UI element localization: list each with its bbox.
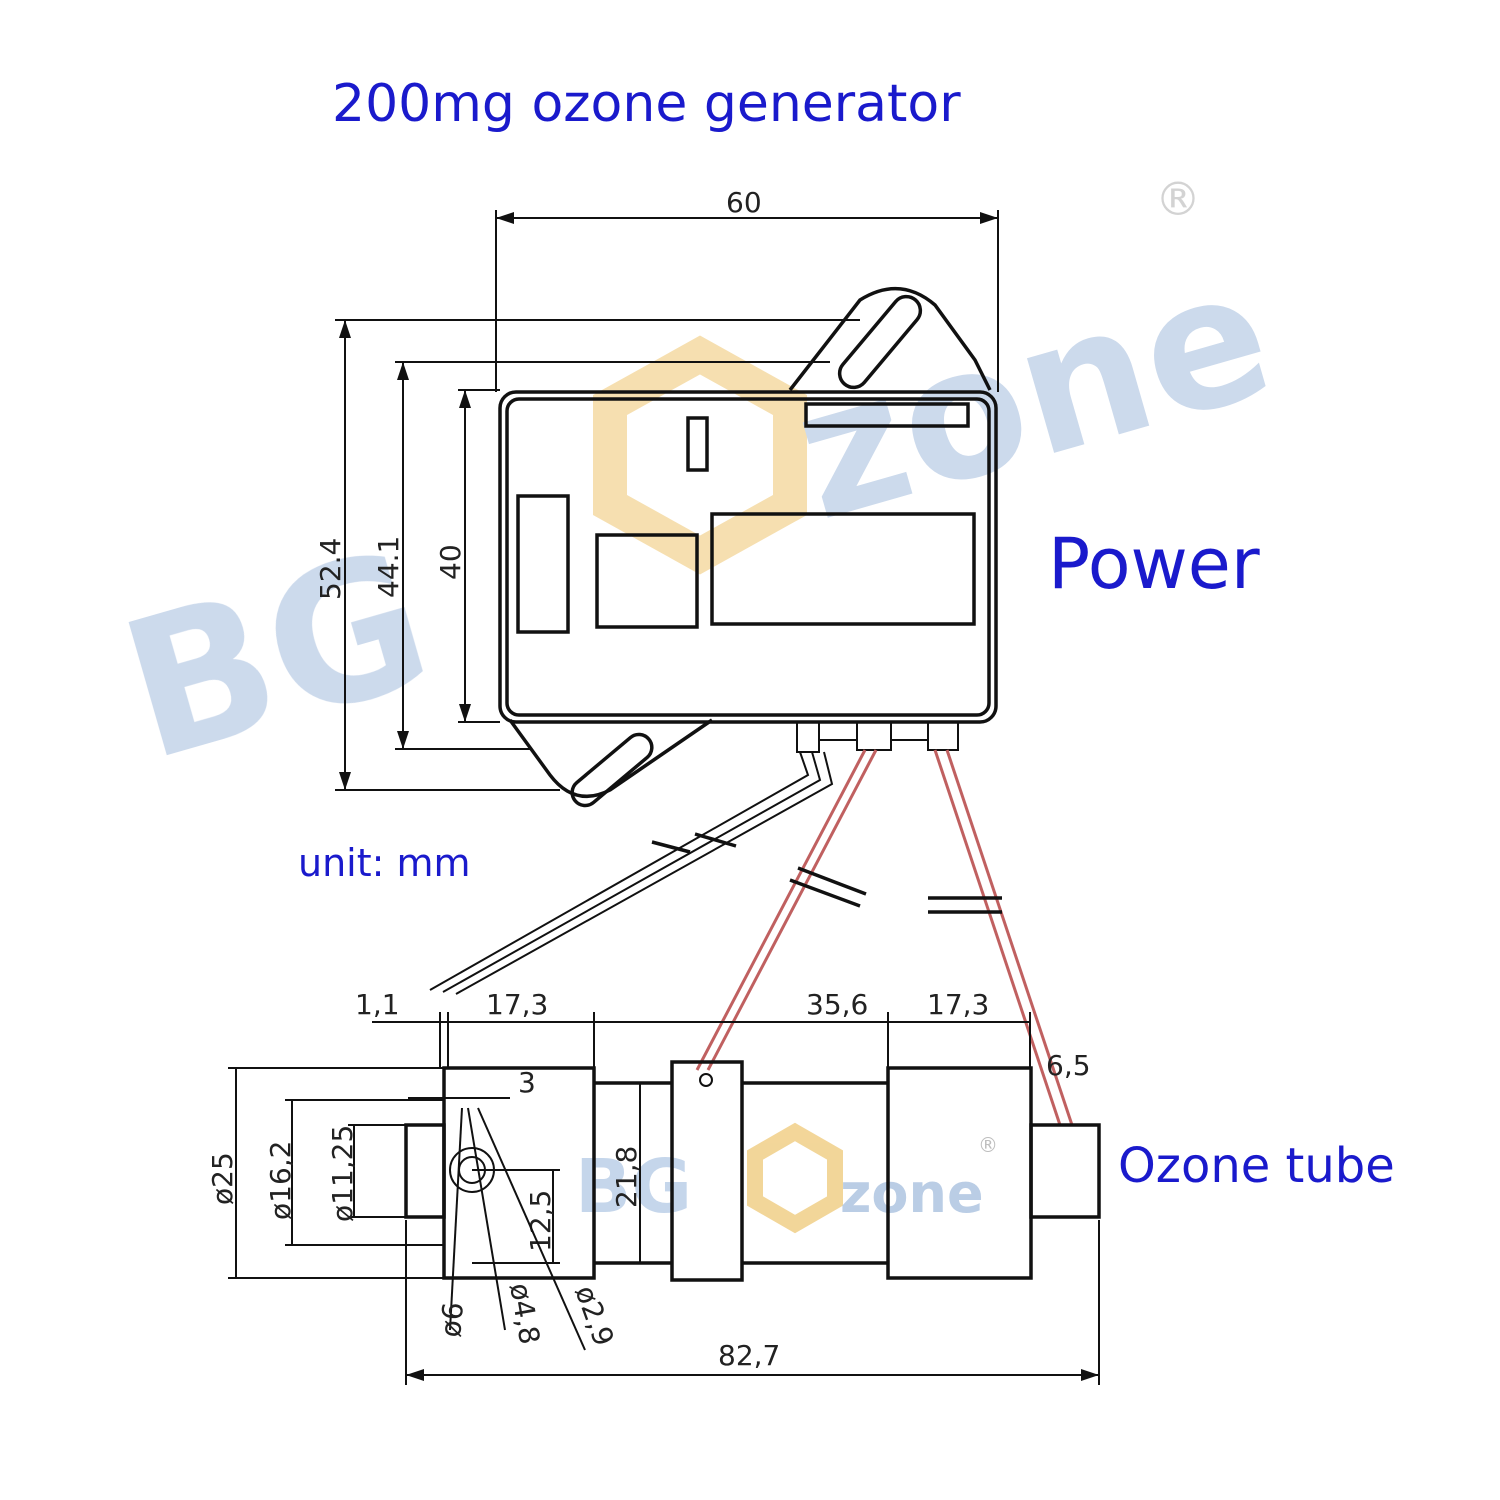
terminal-3 [927, 721, 959, 751]
dim-82-7: 82,7 [718, 1339, 780, 1372]
wire-break-mark-2 [789, 878, 861, 908]
dim-h2-label: 44.1 [372, 536, 405, 598]
watermark-suffix: zone [774, 228, 1292, 561]
page-title: 200mg ozone generator [332, 74, 961, 134]
dim-3: 3 [518, 1066, 536, 1099]
dim-d11-25: ø11,25 [326, 1125, 359, 1222]
dim-h1-label: 52.4 [314, 538, 347, 600]
watermark-hexagon [593, 335, 807, 575]
brand-watermark-large: BG zone ® [101, 172, 1291, 803]
dim-d16-2: ø16,2 [264, 1141, 297, 1220]
dim-1-1: 1,1 [355, 988, 400, 1021]
power-supply-body-inner [505, 397, 991, 717]
tube-center-clamp [670, 1060, 744, 1282]
dim-d2-9: ø2,9 [568, 1281, 620, 1350]
power-label: Power [1048, 523, 1260, 605]
top-flange-slot [837, 294, 923, 390]
watermark-small-reg-mark: ® [978, 1133, 998, 1157]
red-wire-2b [945, 749, 1074, 1126]
dim-35-6: 35,6 [806, 988, 868, 1021]
red-wire-1b [706, 749, 878, 1071]
watermark-small-hexagon [747, 1122, 843, 1234]
component-strip [804, 402, 970, 428]
watermark-reg-mark: ® [1155, 172, 1201, 226]
dim-6-5: 6,5 [1046, 1049, 1091, 1082]
wires [429, 749, 1074, 1126]
terminal-2 [856, 721, 892, 751]
power-supply-drawing [498, 287, 998, 808]
component-tall [516, 494, 570, 634]
dim-d4-8: ø4,8 [503, 1280, 546, 1346]
dim-17-3-left: 17,3 [486, 988, 548, 1021]
dim-12-5: 12,5 [524, 1190, 557, 1252]
tube-dimensions: 1,1 17,3 35,6 17,3 6,5 3 ø25 ø16,2 ø11,2… [206, 988, 1100, 1385]
wire-break-mark-1 [651, 840, 691, 854]
ozone-tube-label: Ozone tube [1118, 1138, 1395, 1194]
bottom-mounting-flange [508, 718, 713, 799]
red-wire-2a [933, 749, 1062, 1126]
unit-label: unit: mm [298, 841, 471, 885]
power-dimensions: 60 52.4 44.1 40 [314, 186, 999, 791]
terminal-1 [796, 721, 820, 753]
power-supply-body [498, 390, 998, 724]
dim-h3-label: 40 [434, 544, 467, 580]
dim-width-label: 60 [726, 186, 762, 219]
dim-d25: ø25 [206, 1152, 239, 1205]
dim-17-3-right: 17,3 [927, 988, 989, 1021]
red-wire-1a [695, 749, 867, 1071]
dim-21-8: 21,8 [610, 1146, 643, 1208]
tube-inlet-nozzle [404, 1123, 446, 1219]
ozone-tube-drawing [404, 1060, 1101, 1282]
clamp-screw [699, 1073, 713, 1087]
watermark-small-suffix: zone [840, 1162, 984, 1225]
tube-left-cap [442, 1066, 596, 1280]
dim-d6: ø6 [434, 1301, 470, 1339]
component-square [595, 533, 699, 629]
tube-outlet-nozzle [1029, 1123, 1101, 1219]
component-transformer [710, 512, 976, 626]
component-small [686, 416, 709, 472]
top-mounting-flange [788, 287, 992, 392]
bottom-flange-slot [570, 732, 654, 808]
